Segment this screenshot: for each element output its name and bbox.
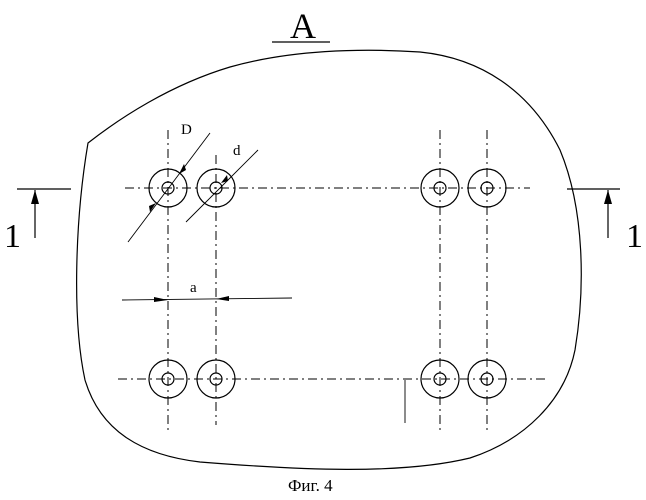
dim-d-arrow (221, 175, 228, 183)
dim-D-leader (128, 133, 210, 242)
section-left-arrowhead (31, 190, 39, 204)
section-label-left: 1 (4, 218, 21, 255)
dim-D-label: D (181, 122, 192, 138)
dim-D-arrow-top (179, 164, 186, 174)
view-label: A (290, 6, 316, 46)
dim-D-arrow-bottom (149, 203, 156, 212)
dim-a-line (122, 298, 292, 300)
dim-d-label: d (233, 143, 241, 159)
section-right-arrowhead (604, 190, 612, 204)
section-label-right: 1 (626, 218, 643, 255)
plate-outline (77, 50, 582, 469)
figure-caption: Фиг. 4 (288, 476, 333, 495)
dim-a-label: a (190, 280, 197, 296)
